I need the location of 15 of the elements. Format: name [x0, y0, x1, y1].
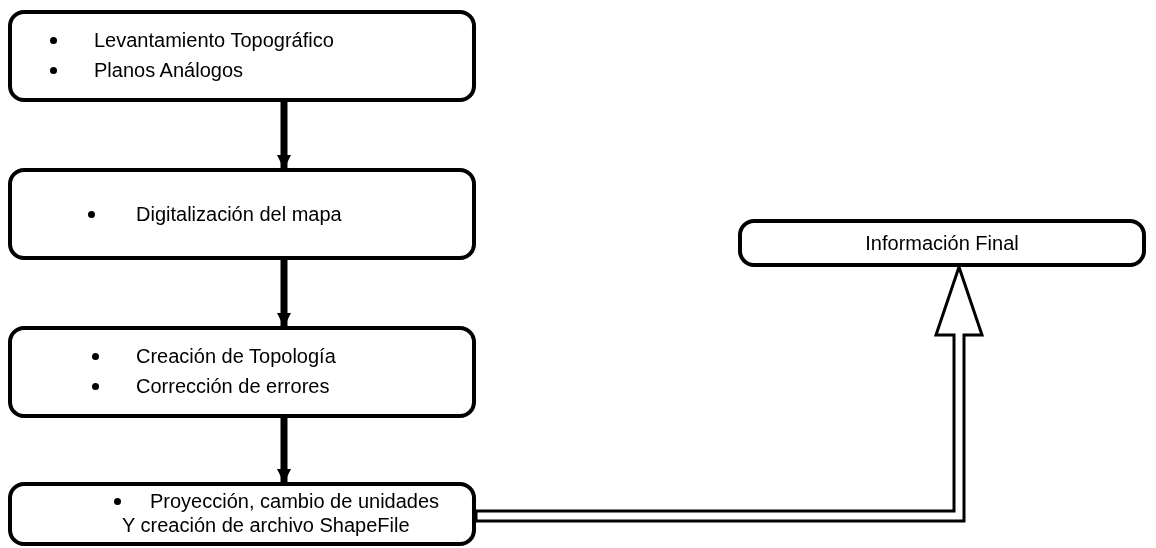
arrow	[277, 102, 291, 169]
process-box	[8, 168, 476, 260]
process-box	[8, 326, 476, 418]
process-box	[8, 482, 476, 546]
list-item-text: Proyección, cambio de unidades Y creación de archivo ShapeFile	[122, 489, 441, 537]
list-item-text: Planos Análogos	[94, 58, 243, 82]
arrow	[277, 260, 291, 327]
list-item-text: Creación de Topología	[136, 344, 336, 368]
process-box	[738, 219, 1146, 267]
process-box	[8, 10, 476, 102]
list-item-text: Digitalización del mapa	[136, 202, 342, 226]
list-item-text: Levantamiento Topográfico	[94, 28, 334, 52]
list-item-text: Corrección de errores	[136, 374, 330, 398]
arrow	[277, 418, 291, 483]
box-label: Información Final	[864, 231, 1020, 255]
